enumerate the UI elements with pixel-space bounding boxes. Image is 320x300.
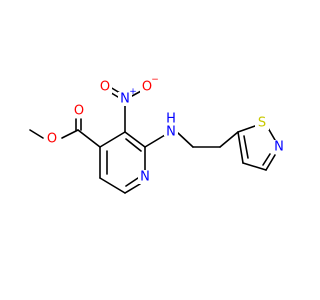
bond-c4-c5 (237, 131, 244, 164)
bond-c3-c4 (242, 162, 267, 171)
bond-o-carbonyl-c (61, 129, 79, 139)
bond-c3-c2-inner (125, 138, 142, 152)
ester-oxygen-label: O (47, 132, 57, 147)
chemical-structure-diagram: O O N + O O − H N N S N (29, 75, 286, 194)
atom-labels: O O N + O O − H N N S N (45, 75, 286, 185)
bond-n1-c6 (124, 183, 141, 194)
nitro-nitrogen-charge: + (129, 87, 137, 97)
bond-nh-ch2 (177, 132, 194, 148)
bond-s-n (267, 127, 276, 141)
bond-ch2-ring2 (219, 131, 239, 148)
nitro-oxygen-charge: − (151, 75, 159, 85)
bond-methyl-o (29, 129, 44, 139)
isothiazole-sulfur-label: S (258, 116, 266, 131)
bond-c5-s (237, 125, 256, 133)
bond-c3-c2 (124, 131, 146, 148)
isothiazole-nitrogen-label: N (274, 140, 284, 155)
bonds (29, 86, 276, 194)
carbonyl-oxygen-label: O (74, 104, 84, 119)
bond-n1-c6-inner (125, 177, 139, 187)
bond-n-c3-inner (262, 153, 271, 166)
bond-c2-nh (144, 134, 166, 148)
bond-carbonyl-ring (77, 129, 101, 148)
bond-c6-c5 (99, 177, 126, 194)
pyridine-nitrogen-label: N (140, 170, 150, 185)
bond-c4-c5-inner (243, 135, 249, 159)
nitro-oxygen-single-label: O (142, 80, 152, 95)
amine-nitrogen-label: N (166, 125, 176, 140)
bond-c4-c3 (99, 131, 126, 148)
nitro-oxygen-double-label: O (100, 80, 110, 95)
bond-n-c3 (265, 154, 276, 171)
nitro-nitrogen-label: N (120, 92, 130, 107)
amine-hydrogen-label: H (166, 112, 176, 127)
